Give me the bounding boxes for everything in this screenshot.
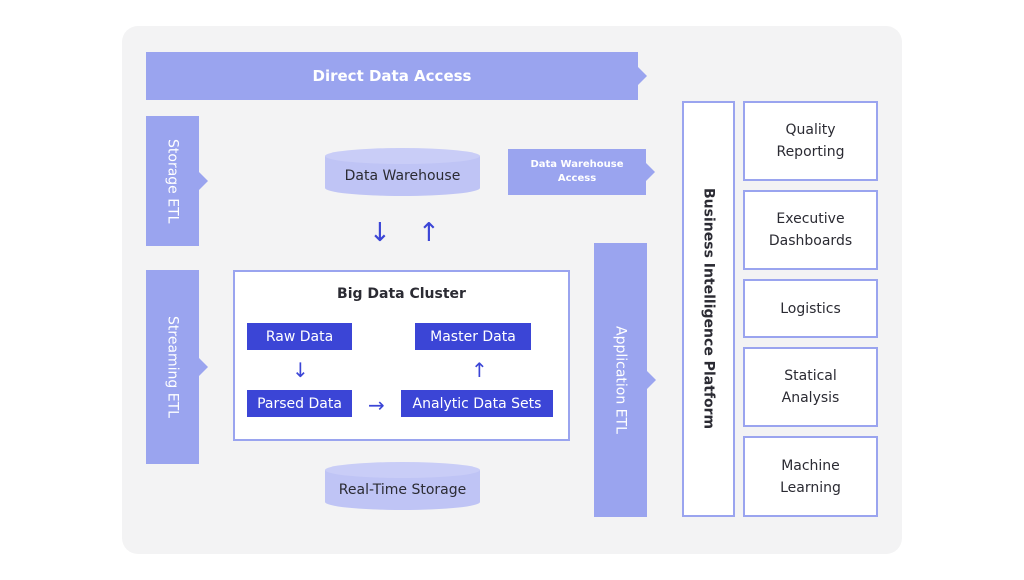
direct-data-access-band: Direct Data Access: [146, 52, 638, 100]
data-warehouse-cylinder: Data Warehouse: [324, 147, 481, 197]
bi-platform-label: Business Intelligence Platform: [700, 188, 717, 430]
bi-item-line1: Quality: [785, 122, 836, 138]
application-etl-band: Application ETL: [594, 243, 647, 517]
bi-item-line1: Logistics: [780, 300, 841, 317]
streaming-etl-label: Streaming ETL: [164, 316, 181, 418]
storage-etl-band: Storage ETL: [146, 116, 199, 246]
direct-data-access-arrowhead: [638, 67, 647, 85]
bi-item-line2: Learning: [780, 479, 841, 496]
bi-item-line1: Executive: [776, 211, 845, 227]
bi-item-quality-reporting: Quality Reporting: [743, 101, 878, 181]
bi-item-line2: Reporting: [776, 144, 845, 160]
bi-item-logistics: Logistics: [743, 279, 878, 338]
master-data-box: Master Data: [415, 323, 531, 350]
streaming-etl-band: Streaming ETL: [146, 270, 199, 464]
bi-item-executive-dashboards: Executive Dashboards: [743, 190, 878, 270]
data-warehouse-access-line1: Data Warehouse: [530, 159, 624, 170]
real-time-storage-label: Real-Time Storage: [338, 482, 467, 498]
bi-item-line1: Machine: [781, 457, 840, 474]
parsed-to-analytic-arrow-icon: →: [368, 393, 385, 417]
data-warehouse-access-band: Data Warehouse Access: [508, 149, 646, 195]
bi-item-line1: Statical: [784, 368, 837, 384]
analytic-data-sets-box: Analytic Data Sets: [401, 390, 553, 417]
raw-data-box: Raw Data: [247, 323, 352, 350]
streaming-etl-arrowhead: [199, 358, 208, 376]
direct-data-access-label: Direct Data Access: [312, 67, 472, 85]
data-warehouse-label: Data Warehouse: [344, 168, 461, 184]
data-warehouse-access-line2: Access: [557, 173, 597, 184]
warehouse-up-arrow-icon: ↑: [418, 218, 440, 248]
storage-etl-arrowhead: [199, 172, 208, 190]
bi-item-statical-analysis: Statical Analysis: [743, 347, 878, 427]
big-data-cluster-title: Big Data Cluster: [337, 286, 466, 302]
storage-etl-label: Storage ETL: [164, 138, 181, 224]
bi-item-line2: Analysis: [781, 390, 840, 406]
bi-platform-column: Business Intelligence Platform: [682, 101, 735, 517]
bi-item-line2: Dashboards: [768, 233, 853, 249]
raw-to-parsed-arrow-icon: ↓: [292, 358, 309, 382]
bi-item-machine-learning: Machine Learning: [743, 436, 878, 517]
analytic-to-master-arrow-icon: ↑: [471, 358, 488, 382]
real-time-storage-cylinder-shape: [325, 462, 480, 510]
application-etl-arrowhead: [647, 371, 656, 389]
data-warehouse-cylinder-shape: [325, 148, 480, 196]
application-etl-label: Application ETL: [612, 326, 629, 434]
real-time-storage-cylinder: Real-Time Storage: [324, 461, 481, 511]
parsed-data-box: Parsed Data: [247, 390, 352, 417]
data-warehouse-access-arrowhead: [646, 163, 655, 181]
warehouse-down-arrow-icon: ↓: [369, 218, 391, 248]
